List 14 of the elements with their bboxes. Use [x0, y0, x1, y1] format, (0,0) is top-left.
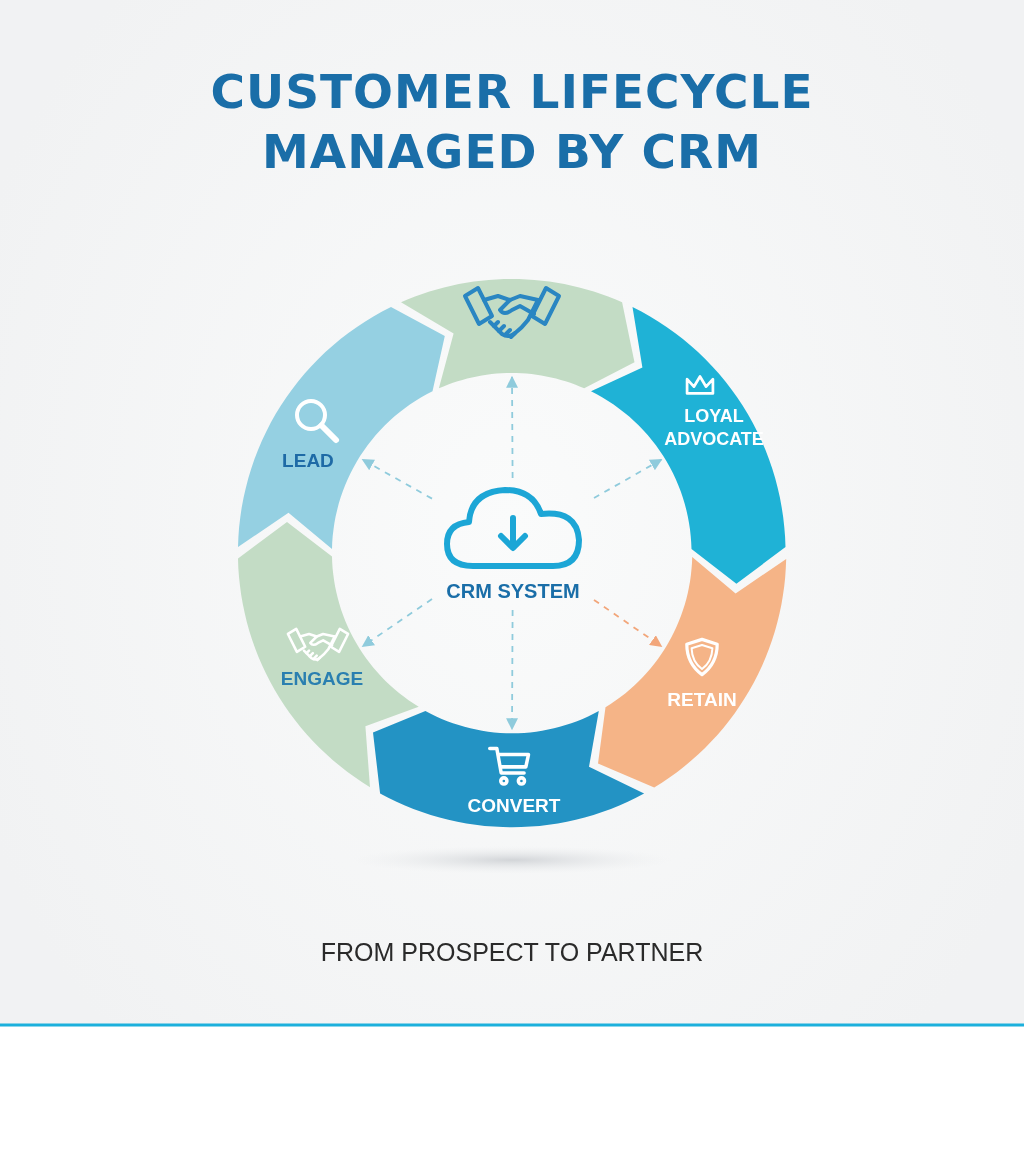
stage-label: RETAIN — [666, 688, 738, 711]
stage-label: CONVERT — [466, 794, 562, 817]
center-label: CRM SYSTEM — [445, 580, 581, 603]
stage-label: LEAD — [281, 449, 335, 472]
dashed-arrow — [506, 375, 519, 479]
stage-label: LOYAL ADVOCATE — [663, 405, 765, 451]
caption: FROM PROSPECT TO PARTNER — [319, 938, 705, 967]
dashed-arrow — [593, 458, 663, 499]
title: CUSTOMER LIFECYCLE MANAGED BY CRM — [209, 63, 815, 181]
dashed-arrow — [361, 458, 433, 500]
dashed-arrow — [593, 599, 663, 648]
stage-label: ENGAGE — [279, 667, 365, 690]
dashed-arrow — [361, 598, 433, 648]
dashed-arrow — [506, 609, 519, 731]
